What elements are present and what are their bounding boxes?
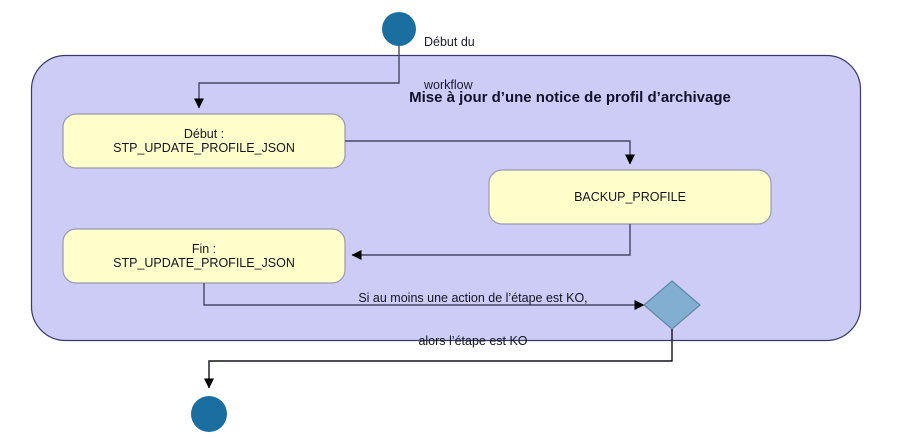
node-step-start[interactable] xyxy=(62,113,346,169)
node-step-end[interactable] xyxy=(62,228,346,284)
edge-decision-to-end xyxy=(204,329,673,389)
edge-note-ko: Si au moins une action de l’étape est KO… xyxy=(348,262,598,377)
edge-note-ko-line2: alors l’étape est KO xyxy=(418,333,528,348)
start-node-circle xyxy=(382,12,416,46)
edge-step-start-to-backup xyxy=(345,140,635,165)
edge-note-ko-line1: Si au moins une action de l’étape est KO… xyxy=(358,290,588,305)
node-backup-profile[interactable] xyxy=(488,169,772,225)
end-node-circle xyxy=(191,396,227,432)
start-node-label-line1: Début du xyxy=(424,34,475,49)
edge-backup-to-step-end xyxy=(351,224,631,260)
edge-start-to-step-start xyxy=(194,46,400,109)
diagram-title: Mise à jour d’une notice de profil d’arc… xyxy=(409,89,731,106)
start-node-label-line2: workflow xyxy=(424,77,473,92)
edge-step-end-to-decision xyxy=(203,283,645,310)
start-node-label: Début du workflow xyxy=(424,6,475,121)
